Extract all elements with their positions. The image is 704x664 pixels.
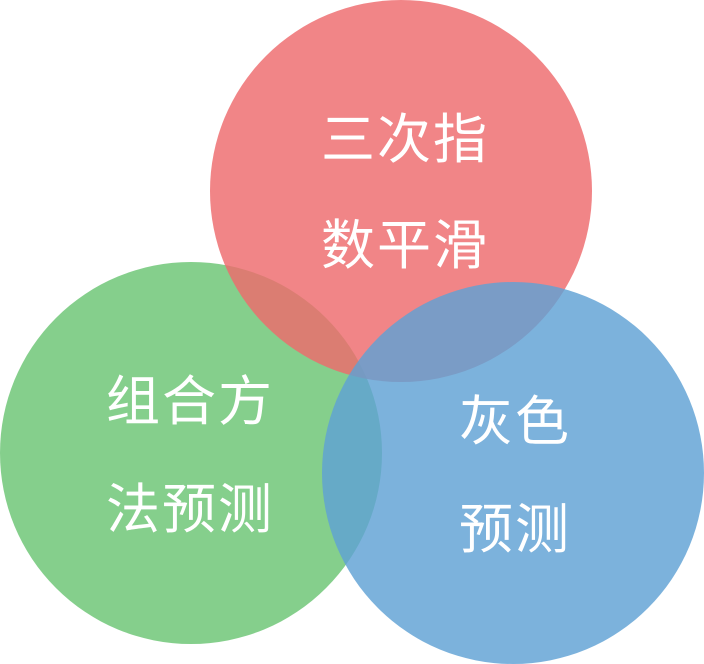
- label-blue-line2: 预测: [459, 498, 571, 561]
- label-blue-line1: 灰色: [459, 390, 571, 453]
- label-green-line1: 组合方: [106, 370, 274, 433]
- circle-grey-forecast: [322, 282, 704, 664]
- label-red-line1: 三次指: [321, 108, 489, 171]
- label-red-line2: 数平滑: [321, 214, 489, 277]
- label-green-line2: 法预测: [106, 478, 274, 541]
- circle-combined-forecast: [0, 262, 382, 644]
